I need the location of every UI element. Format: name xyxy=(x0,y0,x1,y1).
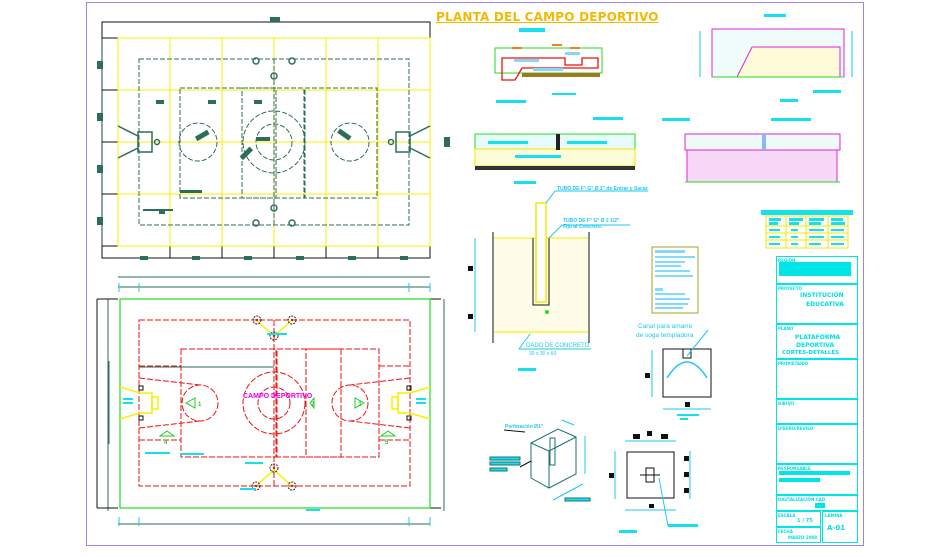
tb-designer-label: DISEÑO/REVISÓ xyxy=(778,426,814,431)
tb-date-label: FECHA xyxy=(778,529,793,534)
isometric-block-detail xyxy=(489,419,591,502)
tb-plan-line-2: DEPORTIVA xyxy=(796,342,835,349)
marker-4: 4 xyxy=(164,440,168,446)
tb-project-line-1: INSTITUCIÓN xyxy=(800,292,844,299)
tb-cad-label: DIGITALIZACIÓN CAD xyxy=(778,497,826,502)
basket-supports-structural xyxy=(117,57,431,227)
tb-drawn-label: DIBUJO xyxy=(778,401,794,406)
basket-supports xyxy=(119,319,431,487)
tb-plan-line-1: PLATAFORMA xyxy=(795,334,841,341)
tb-date-cell xyxy=(776,527,821,543)
tb-owner-label: PROPIETARIO xyxy=(778,361,809,366)
tb-responsible-line-1 xyxy=(779,471,850,475)
slab-section-detail-1 xyxy=(699,14,853,102)
curb-section-detail xyxy=(494,29,603,103)
perforation-label: Perforación Ø1" xyxy=(505,424,544,430)
post-footing-detail xyxy=(468,190,648,371)
pipe-label-1: TUBO DE F° G° Ø 3" de Entrar y Sacar. xyxy=(557,186,649,192)
tb-cad-value xyxy=(815,503,825,508)
channel-detail xyxy=(645,329,712,420)
tb-responsible-label: RESPONSABLE xyxy=(778,466,811,471)
tb-plan-label: PLANO xyxy=(778,326,794,331)
concrete-die-size: 30 x 30 x 60 xyxy=(529,351,556,357)
channel-label-a: Canal para amarre xyxy=(638,323,693,330)
tb-plan-line-3: CORTES-DETALLES xyxy=(782,350,840,356)
tb-client-value xyxy=(779,262,851,276)
marker-5: 5 xyxy=(385,440,389,446)
tb-plan-cell xyxy=(776,324,858,359)
base-plate-detail xyxy=(609,431,698,533)
court-plan: 1 2 3 4 5 CAMPO DEPORTIVO xyxy=(96,276,445,526)
schedule-table xyxy=(761,210,853,249)
channel-label-b: de soga templadora xyxy=(636,332,694,339)
marker-2: 2 xyxy=(311,402,315,408)
court-center-label: CAMPO DEPORTIVO xyxy=(243,393,313,400)
sheet-frame xyxy=(86,2,864,546)
tb-scale-label: ESCALA xyxy=(778,513,796,518)
pipe-label-2b: Fijo al Concreto. xyxy=(563,224,603,230)
tb-project-cell xyxy=(776,284,858,324)
marker-1: 1 xyxy=(198,402,202,408)
notes-box xyxy=(651,246,699,314)
tb-scale-value: 1 / 75 xyxy=(797,518,813,524)
court-border xyxy=(119,298,431,509)
tb-responsible-cell xyxy=(776,464,858,495)
tb-project-line-2: EDUCATIVA xyxy=(806,301,844,308)
slab-section-detail-2 xyxy=(474,117,636,184)
tb-scale-cell xyxy=(776,511,821,527)
tb-designer-cell xyxy=(776,424,858,464)
tb-cad-cell xyxy=(776,495,858,511)
tb-sheet-label: LÁMINA xyxy=(825,513,843,518)
tb-project-label: PROYECTO xyxy=(778,286,802,291)
tb-client-cell xyxy=(776,256,858,284)
structural-marks xyxy=(97,17,450,260)
tb-sheet-cell xyxy=(822,511,858,543)
pipe-label-2a: TUBO DE F° G° Ø 2 1/2" xyxy=(563,218,620,224)
tb-date-value: MARZO 2008 xyxy=(788,535,817,540)
court-outline-structural xyxy=(138,58,410,226)
tb-owner-cell xyxy=(776,359,858,399)
tb-responsible-line-2 xyxy=(779,478,820,482)
tb-sheet-value: A-01 xyxy=(827,524,846,532)
tb-drawn-cell xyxy=(776,399,858,424)
drawing-title: PLANTA DEL CAMPO DEPORTIVO xyxy=(436,10,659,24)
concrete-die-label: DADO DE CONCRETO xyxy=(526,343,590,349)
marker-3: 3 xyxy=(358,402,362,408)
tb-client-label: REGIÓN xyxy=(778,258,796,263)
slab-section-detail-3 xyxy=(662,118,841,183)
